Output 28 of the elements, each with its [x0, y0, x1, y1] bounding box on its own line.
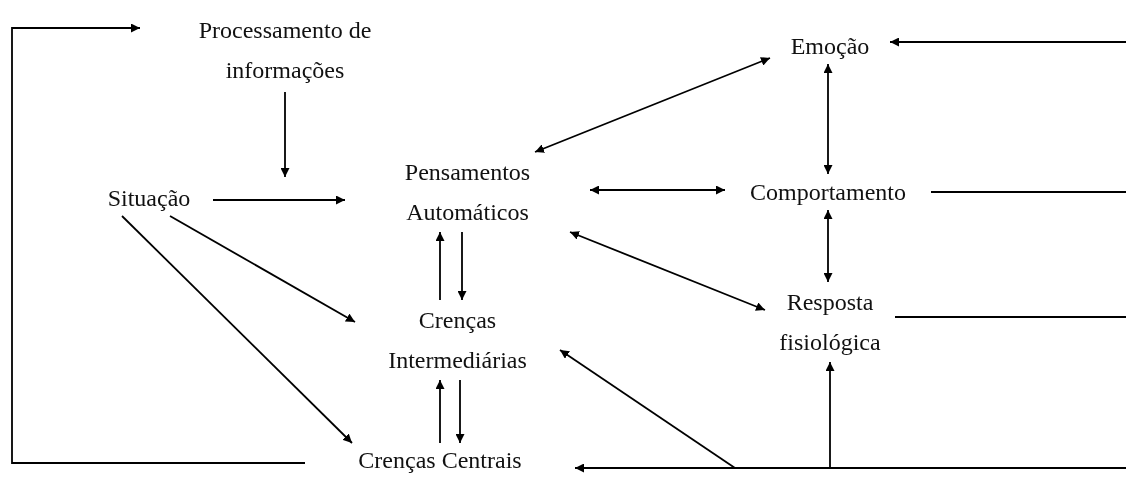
arrow — [455, 379, 465, 444]
concept-label: Crenças Centrais — [358, 446, 522, 475]
arrow — [11, 23, 306, 464]
arrow — [280, 91, 290, 178]
concept-label: Processamento de informações — [197, 16, 373, 85]
arrow — [435, 231, 445, 301]
concept-label: Crenças Intermediárias — [387, 306, 528, 375]
connector-line — [930, 191, 1126, 193]
arrow — [569, 231, 766, 311]
concept-label: Comportamento — [750, 178, 906, 207]
arrow — [121, 215, 353, 444]
arrow — [574, 463, 1126, 473]
concept-label: Pensamentos Automáticos — [403, 158, 532, 227]
arrow — [825, 361, 835, 469]
arrow — [823, 63, 833, 175]
concept-label: Resposta fisiológica — [778, 288, 882, 357]
arrow — [589, 185, 726, 195]
concept-label: Situação — [107, 184, 191, 213]
arrow — [435, 379, 445, 444]
concept-label: Emoção — [790, 32, 870, 61]
arrow — [534, 57, 771, 153]
arrow — [889, 37, 1126, 47]
arrow — [823, 209, 833, 283]
connector-line — [894, 316, 1126, 318]
arrow — [559, 349, 736, 469]
arrow — [457, 231, 467, 301]
arrow — [169, 215, 356, 323]
arrow — [212, 195, 346, 205]
